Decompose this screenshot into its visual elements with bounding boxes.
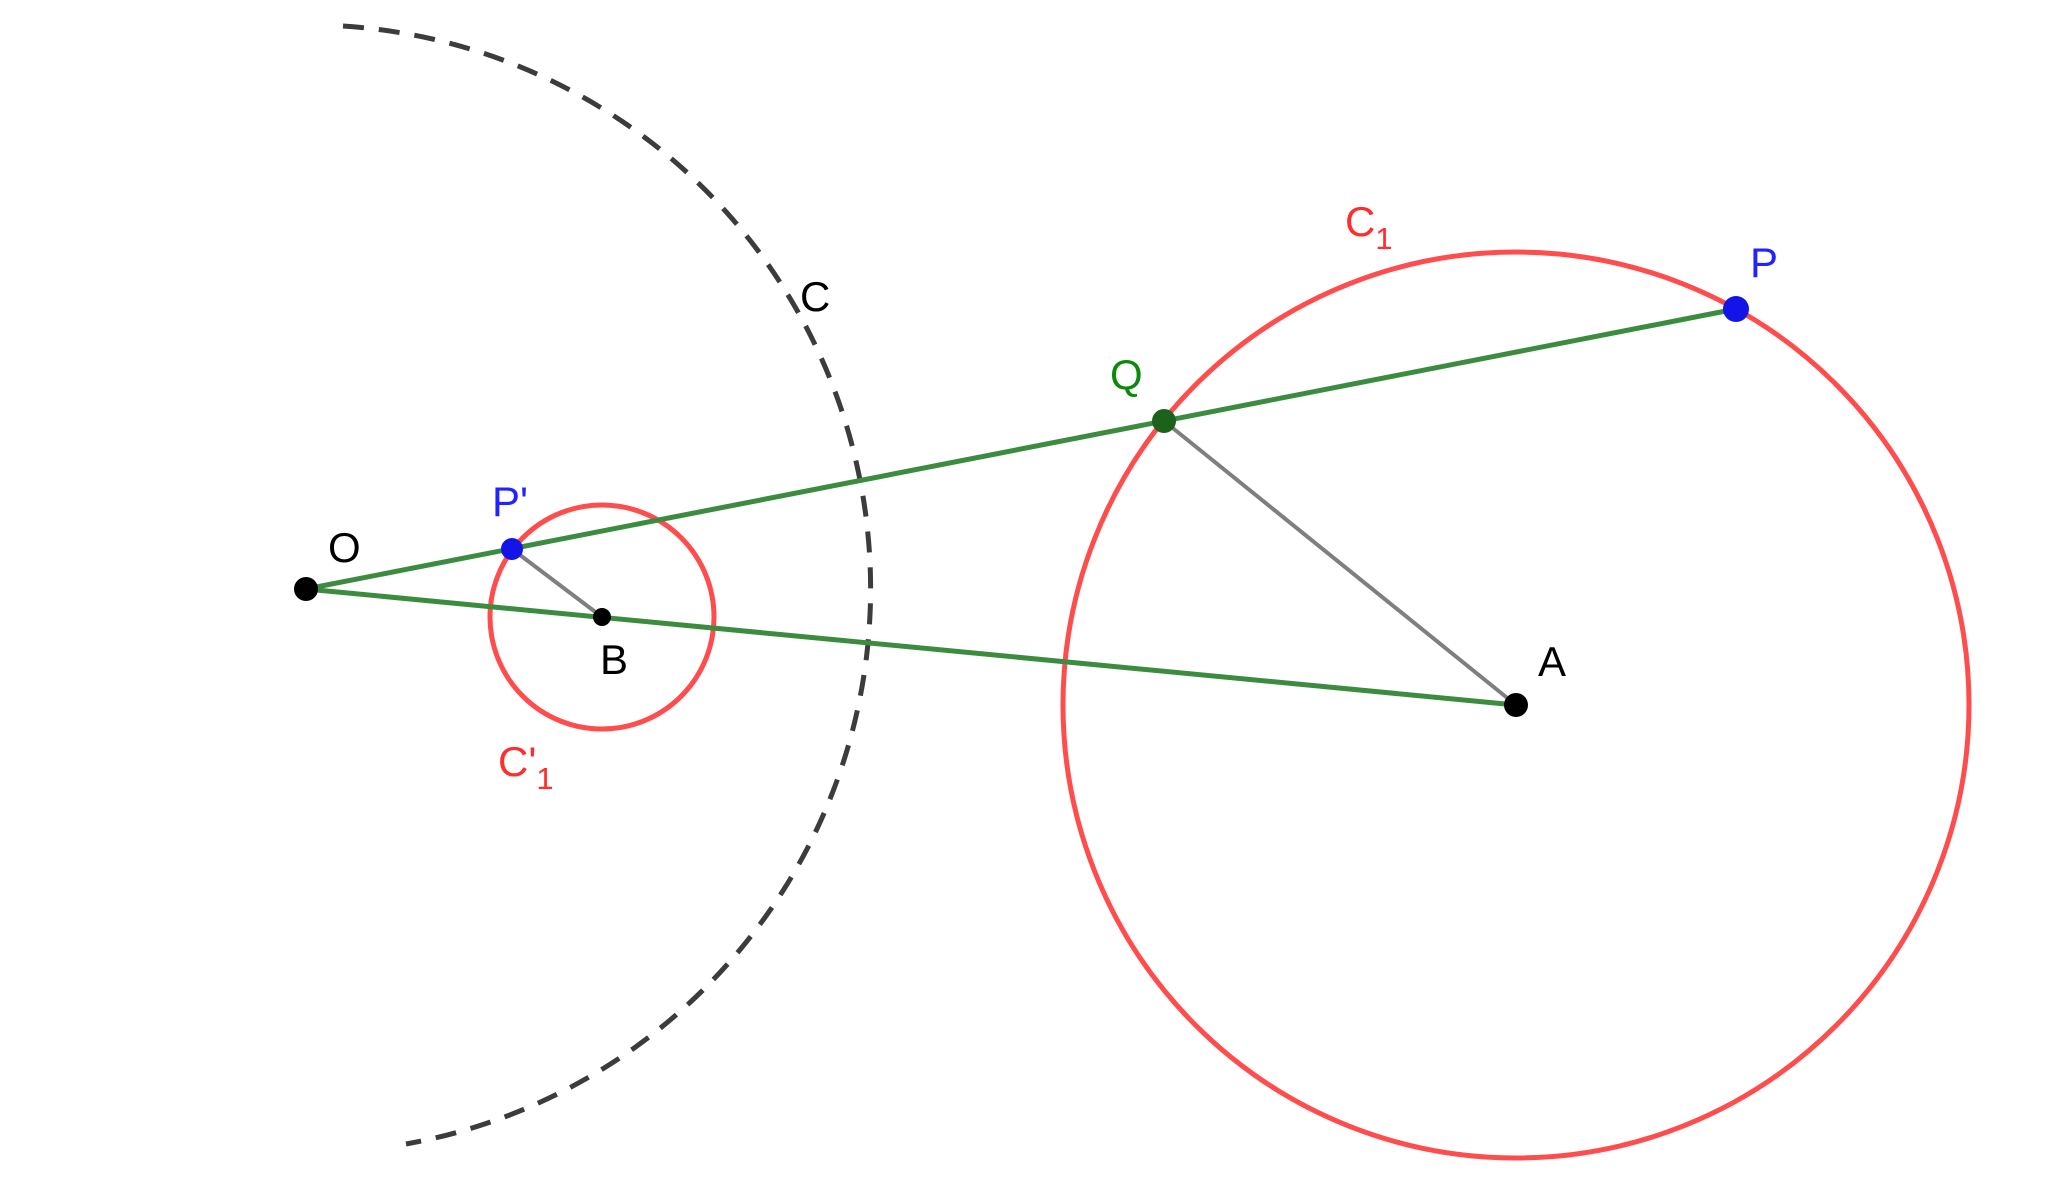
label-c: C	[800, 273, 830, 320]
label-a: A	[1538, 638, 1566, 685]
label-o: O	[328, 524, 361, 571]
label-c1-prime-subscript: 1	[536, 761, 553, 796]
point-p[interactable]	[1723, 296, 1749, 322]
segment-o-p	[305, 306, 1737, 592]
dashed-circle-c	[342, 23, 874, 1147]
point-p-prime[interactable]	[501, 538, 523, 560]
point-o[interactable]	[294, 577, 318, 601]
label-c1: C1	[1345, 198, 1393, 256]
circle-c1-prime	[487, 502, 717, 732]
label-q: Q	[1110, 351, 1143, 398]
segment-pprime-b	[510, 547, 604, 619]
point-q[interactable]	[1152, 409, 1176, 433]
label-c1-base: C	[1345, 198, 1375, 245]
label-b: B	[600, 636, 628, 683]
label-p-prime: P'	[492, 478, 528, 525]
point-b[interactable]	[593, 608, 611, 626]
point-a[interactable]	[1504, 693, 1528, 717]
segment-q-a	[1162, 419, 1518, 707]
label-c1-prime: C'1	[498, 738, 554, 796]
label-p: P	[1750, 239, 1778, 286]
circle-c1	[1060, 249, 1972, 1161]
label-c1-subscript: 1	[1375, 221, 1392, 256]
segment-o-a	[305, 586, 1517, 708]
label-c1-prime-base: C'	[498, 738, 536, 785]
